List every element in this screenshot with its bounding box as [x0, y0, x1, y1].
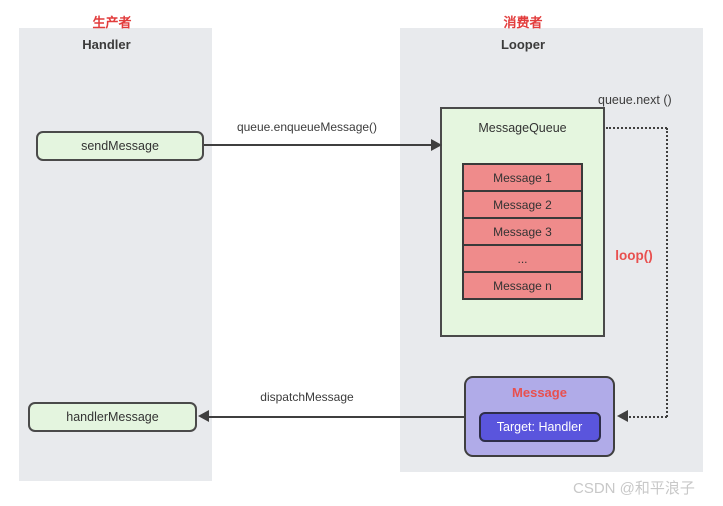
queue-next-label: queue.next ()	[598, 93, 672, 107]
producer-label: 生产者	[92, 15, 132, 30]
loop-path-arrowhead-icon	[617, 410, 628, 422]
enqueue-arrow-line	[204, 144, 432, 146]
message-node-title: Message	[512, 385, 567, 400]
message-queue-box: MessageQueue Message 1 Message 2 Message…	[440, 107, 605, 337]
loop-path-vertical-segment	[666, 128, 668, 417]
message-row: Message 2	[462, 190, 583, 219]
target-handler-box: Target: Handler	[478, 412, 601, 442]
message-row: ...	[462, 244, 583, 273]
enqueue-arrowhead-icon	[431, 139, 442, 151]
message-queue-title: MessageQueue	[478, 121, 567, 135]
handler-lane-title: Handler	[82, 37, 131, 52]
message-row: Message n	[462, 271, 583, 300]
watermark: CSDN @和平浪子	[573, 480, 695, 497]
handler-message-node: handlerMessage	[28, 402, 197, 432]
message-row: Message 3	[462, 217, 583, 246]
loop-label: loop()	[615, 248, 653, 263]
dispatch-arrow-label: dispatchMessage	[260, 390, 354, 404]
message-node: Message Target: Handler	[464, 376, 615, 457]
loop-path-top-segment	[606, 127, 667, 129]
dispatch-arrowhead-icon	[198, 410, 209, 422]
message-queue-rows: Message 1 Message 2 Message 3 ... Messag…	[442, 163, 603, 300]
send-message-node: sendMessage	[36, 131, 204, 161]
enqueue-arrow-label: queue.enqueueMessage()	[236, 120, 378, 134]
consumer-label: 消费者	[503, 15, 543, 30]
message-row: Message 1	[462, 163, 583, 192]
loop-path-bottom-segment	[629, 416, 667, 418]
dispatch-arrow-line	[209, 416, 464, 418]
looper-lane-title: Looper	[500, 37, 546, 52]
